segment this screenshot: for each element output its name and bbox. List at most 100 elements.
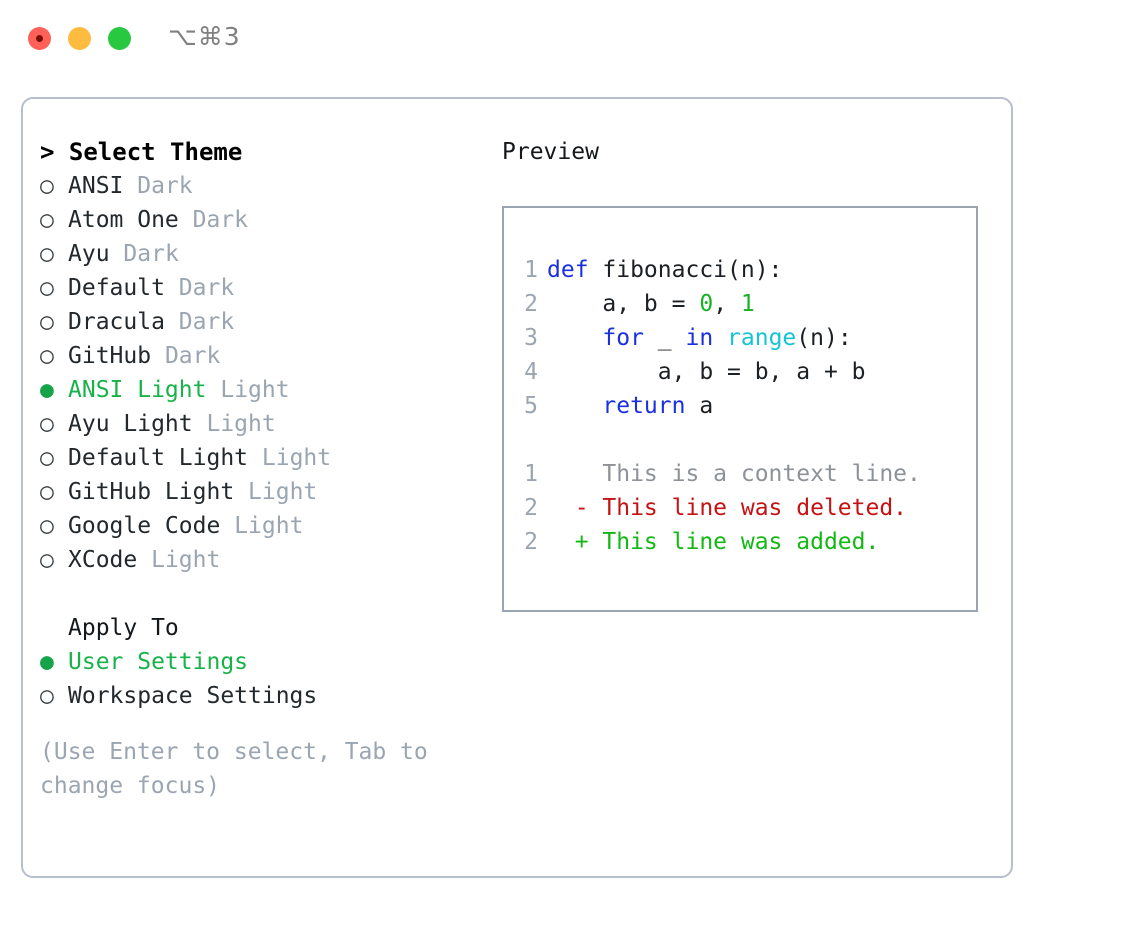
code-line: 5 return a xyxy=(516,389,968,423)
line-number: 4 xyxy=(524,359,538,385)
theme-mode-tag: Light xyxy=(151,547,221,573)
label-gap xyxy=(165,309,179,335)
radio-selected-icon[interactable]: ● xyxy=(40,649,54,675)
apply-to-item[interactable]: ○Workspace Settings xyxy=(40,679,490,713)
theme-name-label: Default xyxy=(68,275,165,301)
theme-mode-tag: Dark xyxy=(123,241,179,267)
code-token: 0 xyxy=(699,291,714,317)
apply-to-heading: Apply To xyxy=(40,611,490,645)
diff-line: 2 - This line was deleted. xyxy=(516,491,968,525)
label-gap xyxy=(248,445,262,471)
theme-list-item[interactable]: ○ Ayu Light Light xyxy=(40,407,490,441)
close-window-button[interactable] xyxy=(28,27,51,50)
theme-mode-tag: Light xyxy=(261,445,332,471)
radio-unselected-icon[interactable]: ○ xyxy=(40,343,54,369)
radio-unselected-icon[interactable]: ○ xyxy=(40,173,54,199)
code-token: _ xyxy=(643,325,686,351)
theme-list-item[interactable]: ○ Google Code Light xyxy=(40,509,490,543)
theme-mode-tag: Light xyxy=(206,411,276,437)
code-token: range xyxy=(727,325,797,351)
keyboard-hint-text: (Use Enter to select, Tab to change focu… xyxy=(40,739,428,799)
theme-list-item[interactable]: ○ Default Dark xyxy=(40,271,490,305)
theme-mode-tag: Light xyxy=(234,513,304,539)
code-token: return xyxy=(602,393,686,419)
radio-unselected-icon[interactable]: ○ xyxy=(40,411,54,437)
code-token: a, b = b, a + b xyxy=(547,359,866,385)
code-line: 4 a, b = b, a + b xyxy=(516,355,968,389)
code-token: 1 xyxy=(740,291,755,317)
label-gap xyxy=(123,173,137,199)
keyboard-shortcut-label: ⌥⌘3 xyxy=(168,22,241,51)
theme-mode-tag: Dark xyxy=(178,275,235,301)
theme-name-label: Dracula xyxy=(68,309,165,335)
radio-unselected-icon[interactable]: ○ xyxy=(40,479,54,505)
label-gap xyxy=(137,547,151,573)
theme-list-item[interactable]: ○Dracula Dark xyxy=(40,305,490,339)
theme-name-label: Ayu Light xyxy=(68,411,193,437)
theme-name-label: Default Light xyxy=(68,445,249,471)
radio-unselected-icon[interactable]: ○ xyxy=(40,275,54,301)
theme-list-item[interactable]: ○ GitHub Light Light xyxy=(40,475,490,509)
code-token: for xyxy=(602,325,644,351)
theme-list-item[interactable]: ○ ANSI Dark xyxy=(40,169,490,203)
line-number: 2 xyxy=(524,529,538,555)
theme-name-label: XCode xyxy=(68,547,138,573)
code-token: fibonacci(n): xyxy=(588,257,783,283)
theme-list-item[interactable]: ○GitHub Dark xyxy=(40,339,490,373)
label-gap xyxy=(151,343,165,369)
code-token xyxy=(713,325,727,351)
theme-list-item[interactable]: ●ANSI Light Light xyxy=(40,373,490,407)
theme-list-item[interactable]: ○ Atom One Dark xyxy=(40,203,490,237)
radio-unselected-icon[interactable]: ○ xyxy=(40,309,54,335)
theme-mode-tag: Dark xyxy=(164,343,221,369)
theme-name-label: ANSI xyxy=(68,173,124,199)
theme-mode-tag: Light xyxy=(248,479,318,505)
maximize-window-button[interactable] xyxy=(108,27,131,50)
theme-list-column: > Select Theme ○ANSI Dark○Atom One Dark○… xyxy=(40,135,490,803)
theme-name-label: GitHub Light xyxy=(68,479,235,505)
diff-line-text: This is a context line. xyxy=(547,461,921,487)
radio-unselected-icon[interactable]: ○ xyxy=(40,241,54,267)
radio-unselected-icon[interactable]: ○ xyxy=(40,207,54,233)
apply-to-list: ●User Settings○Workspace Settings xyxy=(40,645,490,713)
code-line: 3 for _ in range(n): xyxy=(516,321,968,355)
theme-name-label: ANSI Light xyxy=(68,377,207,403)
theme-list: ○ANSI Dark○Atom One Dark○Ayu Dark○Defaul… xyxy=(40,169,490,577)
diff-line: 1 This is a context line. xyxy=(516,457,968,491)
radio-unselected-icon[interactable]: ○ xyxy=(40,683,54,709)
apply-to-item[interactable]: ●User Settings xyxy=(40,645,490,679)
diff-line: 2 + This line was added. xyxy=(516,525,968,559)
code-token: (n): xyxy=(796,325,852,351)
minimize-window-button[interactable] xyxy=(68,27,91,50)
theme-name-label: Google Code xyxy=(68,513,221,539)
line-number: 2 xyxy=(524,495,538,521)
theme-list-item[interactable]: ○Ayu Dark xyxy=(40,237,490,271)
list-spacer xyxy=(40,577,490,611)
radio-unselected-icon[interactable]: ○ xyxy=(40,445,54,471)
radio-unselected-icon[interactable]: ○ xyxy=(40,513,54,539)
label-gap xyxy=(110,241,124,267)
label-gap xyxy=(234,479,248,505)
radio-unselected-icon[interactable]: ○ xyxy=(40,547,54,573)
code-token: in xyxy=(685,325,714,351)
label-gap xyxy=(179,207,193,233)
theme-name-label: Atom One xyxy=(68,207,179,233)
line-number: 2 xyxy=(524,291,538,317)
line-number: 1 xyxy=(524,461,538,487)
theme-list-item[interactable]: ○ XCode Light xyxy=(40,543,490,577)
label-gap xyxy=(220,513,234,539)
theme-mode-tag: Dark xyxy=(192,207,249,233)
theme-mode-tag: Dark xyxy=(137,173,193,199)
page-title: > Select Theme xyxy=(40,138,243,166)
code-token: a xyxy=(685,393,714,419)
radio-selected-icon[interactable]: ● xyxy=(40,377,54,403)
code-token xyxy=(547,325,602,351)
apply-to-heading-indent xyxy=(40,611,68,645)
theme-list-item[interactable]: ○ Default Light Light xyxy=(40,441,490,475)
